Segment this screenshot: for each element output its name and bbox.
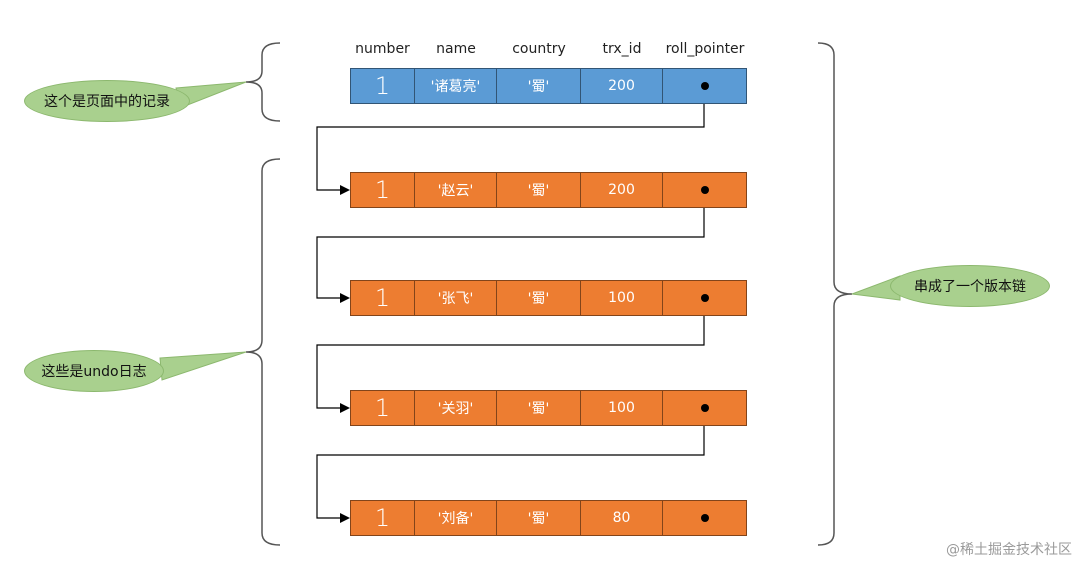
column-header-country: country — [512, 41, 566, 57]
pointer-dot — [700, 404, 709, 412]
record-trx-id-cell: 80 — [581, 500, 663, 536]
roll-pointer-cell — [663, 172, 747, 208]
callout-undo-log: 这些是undo日志 — [24, 350, 164, 392]
column-header-roll-pointer: roll_pointer — [665, 41, 745, 57]
roll-pointer-link-2 — [316, 190, 705, 299]
undo-record-row: 1 '关羽' '蜀' 100 — [350, 390, 747, 426]
column-header-trx-id: trx_id — [602, 41, 642, 57]
arrowhead-3 — [340, 403, 350, 413]
column-header-name: name — [436, 41, 476, 57]
brace-undo-logs — [245, 158, 281, 546]
watermark: @稀土掘金技术社区 — [946, 542, 1072, 558]
current-record-row: 1 '诸葛亮' '蜀' 200 — [350, 68, 747, 104]
record-country-cell: '蜀' — [497, 172, 581, 208]
roll-pointer-cell — [663, 500, 747, 536]
pointer-dot — [700, 294, 709, 302]
roll-pointer-link-1 — [316, 86, 705, 191]
arrowhead-4 — [340, 513, 350, 523]
record-trx-id-cell: 200 — [581, 172, 663, 208]
pointer-dot — [700, 186, 709, 194]
pointer-dot — [700, 82, 709, 90]
record-country-cell: '蜀' — [497, 68, 581, 104]
roll-pointer-link-3 — [316, 298, 705, 409]
callout-page-record: 这个是页面中的记录 — [24, 80, 190, 122]
pointer-dot — [700, 514, 709, 522]
record-name-cell: '赵云' — [415, 172, 497, 208]
record-name-cell: '张飞' — [415, 280, 497, 316]
roll-pointer-link-4 — [316, 408, 705, 519]
record-trx-id-cell: 100 — [581, 280, 663, 316]
brace-version-chain — [817, 42, 853, 546]
record-country-cell: '蜀' — [497, 500, 581, 536]
roll-pointer-cell — [663, 280, 747, 316]
record-number-cell: 1 — [350, 390, 415, 426]
roll-pointer-cell — [663, 68, 747, 104]
arrowhead-1 — [340, 185, 350, 195]
callout-version-chain: 串成了一个版本链 — [890, 265, 1050, 307]
record-trx-id-cell: 100 — [581, 390, 663, 426]
roll-pointer-cell — [663, 390, 747, 426]
record-name-cell: '刘备' — [415, 500, 497, 536]
record-country-cell: '蜀' — [497, 280, 581, 316]
column-header-number: number — [355, 41, 410, 57]
record-number-cell: 1 — [350, 500, 415, 536]
callout-tail-undo-log — [159, 351, 247, 381]
record-number-cell: 1 — [350, 68, 415, 104]
record-name-cell: '诸葛亮' — [415, 68, 497, 104]
undo-record-row: 1 '张飞' '蜀' 100 — [350, 280, 747, 316]
record-number-cell: 1 — [350, 280, 415, 316]
brace-page-record — [245, 42, 281, 122]
record-number-cell: 1 — [350, 172, 415, 208]
record-trx-id-cell: 200 — [581, 68, 663, 104]
undo-record-row: 1 '刘备' '蜀' 80 — [350, 500, 747, 536]
undo-record-row: 1 '赵云' '蜀' 200 — [350, 172, 747, 208]
record-country-cell: '蜀' — [497, 390, 581, 426]
record-name-cell: '关羽' — [415, 390, 497, 426]
arrowhead-2 — [340, 293, 350, 303]
